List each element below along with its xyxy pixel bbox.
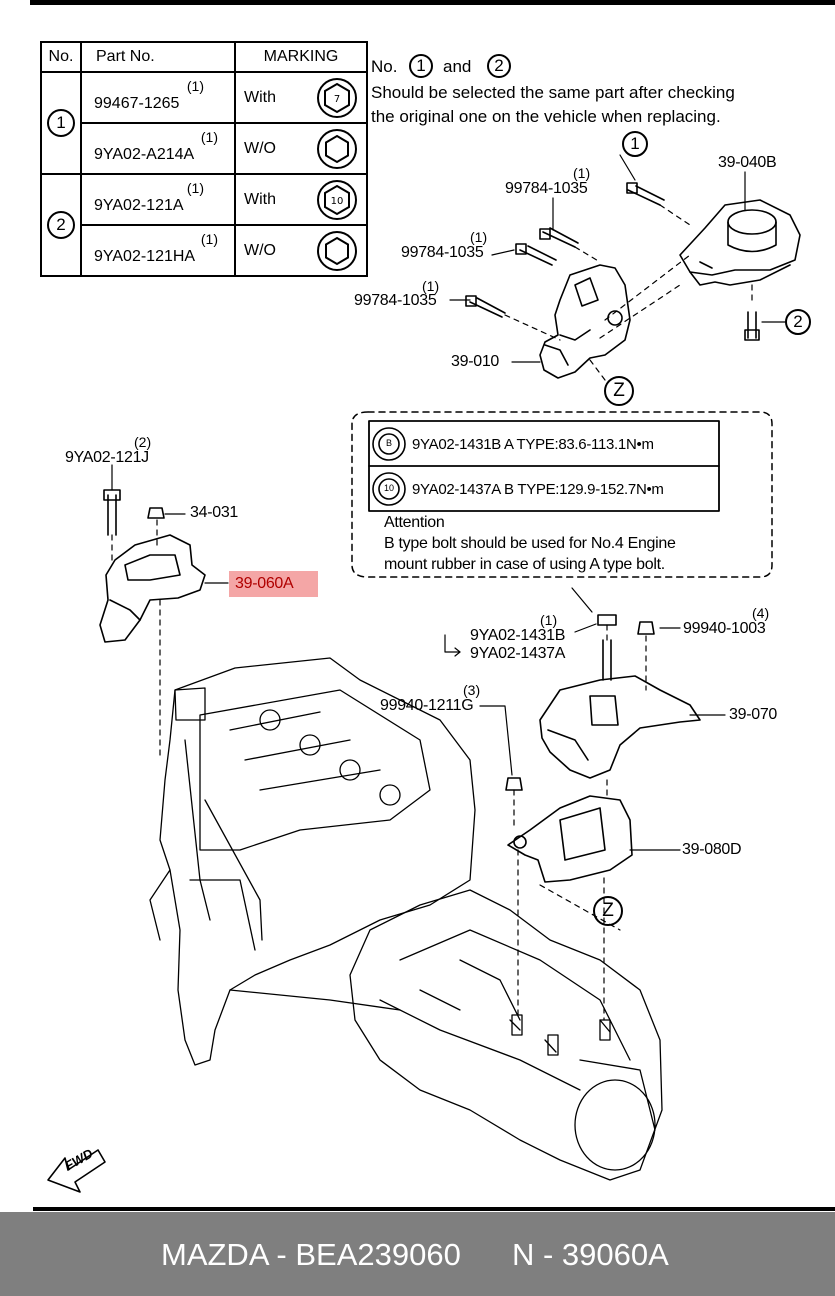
- bolt-spec-b-type: 9YA02-1437A B TYPE:129.9-152.7N•m: [412, 481, 664, 498]
- label-9ya02-121j: 9YA02-121J: [65, 449, 149, 466]
- marking-cell: W/O: [234, 122, 368, 175]
- part-qty: (1): [186, 78, 204, 94]
- part-cell: (1) 9YA02-121A: [80, 173, 236, 226]
- part-cell: (1) 99467-1265: [80, 71, 236, 124]
- marking-table: No. Part No. MARKING 1 (1) 99467-1265 Wi…: [40, 41, 368, 277]
- bolt-head-marked-icon: 10: [317, 180, 357, 220]
- marking-text: With: [244, 191, 276, 208]
- note-no: No.: [371, 57, 398, 76]
- part-number: 9YA02-121A: [94, 197, 184, 214]
- footer-bar: MAZDA - BEA239060 N - 39060A: [0, 1212, 835, 1296]
- note-line-2: Should be selected the same part after c…: [371, 83, 735, 102]
- header-part-no: Part No.: [80, 41, 236, 73]
- label-99784-a: 99784-1035: [505, 180, 588, 197]
- attention-line-1: B type bolt should be used for No.4 Engi…: [384, 535, 676, 552]
- qty-99940-1211g: (3): [463, 682, 481, 698]
- bolts-99784: [465, 182, 760, 341]
- label-39-060a: 39-060A: [235, 575, 294, 592]
- label-39-010: 39-010: [451, 353, 500, 370]
- bracket-39-080d: [505, 777, 633, 883]
- fwd-arrow: [47, 1149, 106, 1193]
- part-qty: (1): [200, 129, 218, 145]
- marking-text: With: [244, 89, 276, 106]
- group-1-cell: 1: [40, 71, 82, 175]
- attention-title: Attention: [384, 514, 445, 531]
- part-cell: (1) 9YA02-A214A: [80, 122, 236, 175]
- label-9ya02-1431b: 9YA02-1431B: [470, 627, 566, 644]
- callout-z-top: Z: [604, 376, 634, 406]
- group-1-number: 1: [47, 109, 75, 137]
- bolt-mark-b: B: [385, 438, 392, 448]
- svg-text:7: 7: [334, 94, 340, 105]
- note-circle-1: 1: [409, 54, 433, 78]
- marking-cell: With 7: [234, 71, 368, 124]
- header-no: No.: [40, 41, 82, 73]
- label-39-070: 39-070: [729, 706, 778, 723]
- label-9ya02-1437a: 9YA02-1437A: [470, 645, 566, 662]
- marking-cell: With 10: [234, 173, 368, 226]
- note-circle-2: 2: [487, 54, 511, 78]
- engine-mount-39-070: [539, 614, 701, 779]
- top-rule: [30, 0, 835, 5]
- attention-line-2: mount rubber in case of using A type bol…: [384, 556, 665, 573]
- part-number: 99467-1265: [94, 95, 180, 112]
- footer-catalog-code: N - 39060A: [512, 1237, 669, 1272]
- group-2-number: 2: [47, 211, 75, 239]
- label-99784-b: 99784-1035: [401, 244, 484, 261]
- bolt-spec-a-type: 9YA02-1431B A TYPE:83.6-113.1N•m: [412, 436, 654, 453]
- note-line-3: the original one on the vehicle when rep…: [371, 107, 721, 126]
- svg-text:10: 10: [331, 196, 344, 207]
- qty-99784-c: (1): [422, 278, 440, 294]
- callout-1: 1: [622, 131, 648, 157]
- qty-99940-1003: (4): [752, 605, 770, 621]
- part-number: 9YA02-A214A: [94, 146, 195, 163]
- exploded-assembly-drawing: [47, 154, 801, 1193]
- bolt-head-marked-icon: 7: [317, 78, 357, 118]
- transmission: [349, 889, 663, 1181]
- label-99940-1211g: 99940-1211G: [380, 697, 474, 714]
- qty-9ya02-1431b: (1): [540, 612, 558, 628]
- callout-2: 2: [785, 309, 811, 335]
- engine-block: [149, 657, 476, 1066]
- bolt-head-plain-icon: [317, 129, 357, 169]
- part-qty: (1): [200, 231, 218, 247]
- qty-99784-b: (1): [470, 229, 488, 245]
- selection-note: No. 1 and 2 Should be selected the same …: [371, 54, 735, 129]
- footer-part-number: MAZDA - BEA239060: [161, 1237, 461, 1272]
- marking-text: W/O: [244, 242, 276, 259]
- label-99940-1003: 99940-1003: [683, 620, 766, 637]
- qty-99784-a: (1): [573, 165, 591, 181]
- note-and: and: [443, 57, 472, 76]
- bolt-mark-10: 10: [383, 483, 394, 493]
- callout-z-bottom: Z: [593, 896, 623, 926]
- group-2-cell: 2: [40, 173, 82, 277]
- header-marking: MARKING: [234, 41, 368, 73]
- engine-mount-39-060a: [99, 489, 206, 643]
- part-cell: (1) 9YA02-121HA: [80, 224, 236, 277]
- part-number: 9YA02-121HA: [94, 248, 196, 265]
- bolt-head-plain-icon: [317, 231, 357, 271]
- bracket-39-010: [539, 264, 631, 379]
- part-qty: (1): [186, 180, 204, 196]
- label-99784-c: 99784-1035: [354, 292, 437, 309]
- label-34-031: 34-031: [190, 504, 239, 521]
- marking-cell: W/O: [234, 224, 368, 277]
- bottom-rule: [33, 1207, 835, 1211]
- highlight-39-060a: [229, 571, 318, 597]
- marking-text: W/O: [244, 140, 276, 157]
- engine-mount-39-040b: [679, 199, 801, 286]
- label-39-080d: 39-080D: [682, 841, 742, 858]
- qty-9ya02-121j: (2): [134, 434, 152, 450]
- label-39-040b: 39-040B: [718, 154, 777, 171]
